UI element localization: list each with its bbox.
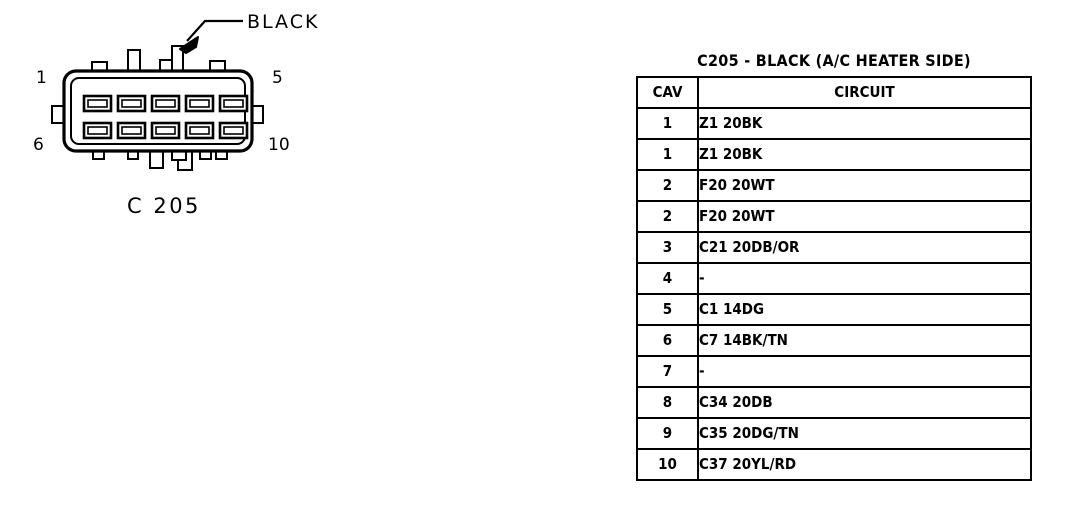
pin-label-6: 6 xyxy=(33,135,44,155)
connector-caption: C 205 xyxy=(127,194,201,218)
cell-circuit: Z1 20BK xyxy=(697,137,1032,171)
table-row: 4- xyxy=(636,261,1032,295)
cell-cav: 1 xyxy=(636,137,699,171)
cell-circuit: - xyxy=(697,354,1032,388)
column-header-cav: CAV xyxy=(636,75,699,109)
cell-circuit: C37 20YL/RD xyxy=(697,447,1032,481)
black-callout-leader xyxy=(186,19,243,42)
connector-top-tabs xyxy=(91,45,226,74)
cell-circuit: C34 20DB xyxy=(697,385,1032,419)
cell-cav: 1 xyxy=(636,106,699,140)
table-title: C205 - BLACK (A/C HEATER SIDE) xyxy=(697,51,971,70)
cell-circuit: C35 20DG/TN xyxy=(697,416,1032,450)
cell-cav: 5 xyxy=(636,292,699,326)
cell-circuit: F20 20WT xyxy=(697,168,1032,202)
cell-cav: 10 xyxy=(636,447,699,481)
connector-cavities xyxy=(82,94,249,140)
cell-cav: 6 xyxy=(636,323,699,357)
pin-label-1: 1 xyxy=(36,68,47,88)
black-callout-label: BLACK xyxy=(247,11,320,33)
cell-cav: 4 xyxy=(636,261,699,295)
cell-cav: 2 xyxy=(636,199,699,233)
table-row: 7- xyxy=(636,354,1032,388)
cell-circuit: F20 20WT xyxy=(697,199,1032,233)
cell-circuit: C7 14BK/TN xyxy=(697,323,1032,357)
cavity-row-bottom xyxy=(82,121,249,140)
table-header-row: CAV CIRCUIT xyxy=(636,75,1032,109)
pin-label-10: 10 xyxy=(268,135,290,155)
cell-cav: 7 xyxy=(636,354,699,388)
connector-drawing xyxy=(51,19,264,171)
cell-cav: 8 xyxy=(636,385,699,419)
cavity-circuit-panel: C205 - BLACK (A/C HEATER SIDE) CAV CIRCU… xyxy=(636,52,1032,481)
cell-circuit: Z1 20BK xyxy=(697,106,1032,140)
cell-cav: 9 xyxy=(636,416,699,450)
connector-bottom-latch xyxy=(149,150,193,171)
column-header-circuit: CIRCUIT xyxy=(697,75,1032,109)
cell-circuit: C1 14DG xyxy=(697,292,1032,326)
cell-cav: 2 xyxy=(636,168,699,202)
pin-label-5: 5 xyxy=(272,68,283,88)
cavity-row-top xyxy=(82,94,249,113)
cell-cav: 3 xyxy=(636,230,699,264)
cell-circuit: - xyxy=(697,261,1032,295)
cell-circuit: C21 20DB/OR xyxy=(697,230,1032,264)
connector-figure: BLACK 1 5 6 10 C 205 xyxy=(0,0,360,250)
